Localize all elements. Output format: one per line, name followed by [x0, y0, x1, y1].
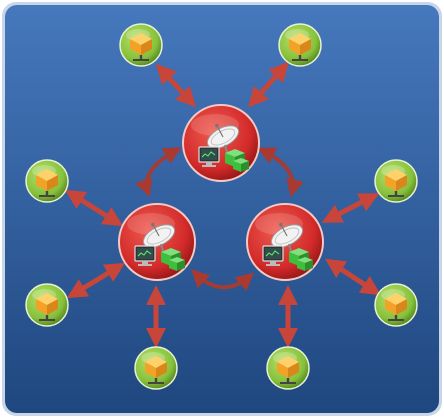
package-box-icon — [25, 283, 69, 327]
hub-top — [182, 104, 260, 182]
package-box-icon — [134, 346, 178, 390]
node-3 — [25, 159, 69, 203]
link-node-1 — [155, 63, 197, 108]
package-box-icon — [374, 159, 418, 203]
node-4 — [25, 283, 69, 327]
satellite-dish-icon — [246, 203, 324, 281]
node-7 — [374, 283, 418, 327]
satellite-dish-icon — [118, 203, 196, 281]
link-node-4 — [66, 262, 126, 299]
hub-left — [118, 203, 196, 281]
node-links — [64, 61, 382, 348]
link-node-6 — [321, 193, 380, 223]
hub-link-top-right — [257, 147, 304, 198]
package-box-icon — [266, 346, 310, 390]
hub-link-left-right — [191, 269, 255, 292]
panel-background — [5, 5, 439, 413]
node-1 — [119, 23, 163, 67]
hub-right — [246, 203, 324, 281]
node-2 — [278, 23, 322, 67]
node-5 — [134, 346, 178, 390]
link-node-7 — [324, 258, 382, 296]
link-node-3 — [64, 189, 124, 227]
package-box-icon — [374, 283, 418, 327]
node-8 — [266, 346, 310, 390]
package-box-icon — [119, 23, 163, 67]
hub-link-top-left — [135, 147, 182, 198]
hub-links — [135, 147, 304, 292]
package-box-icon — [278, 23, 322, 67]
node-6 — [374, 159, 418, 203]
link-node-2 — [248, 61, 289, 108]
satellite-dish-icon — [182, 104, 260, 182]
package-box-icon — [25, 159, 69, 203]
